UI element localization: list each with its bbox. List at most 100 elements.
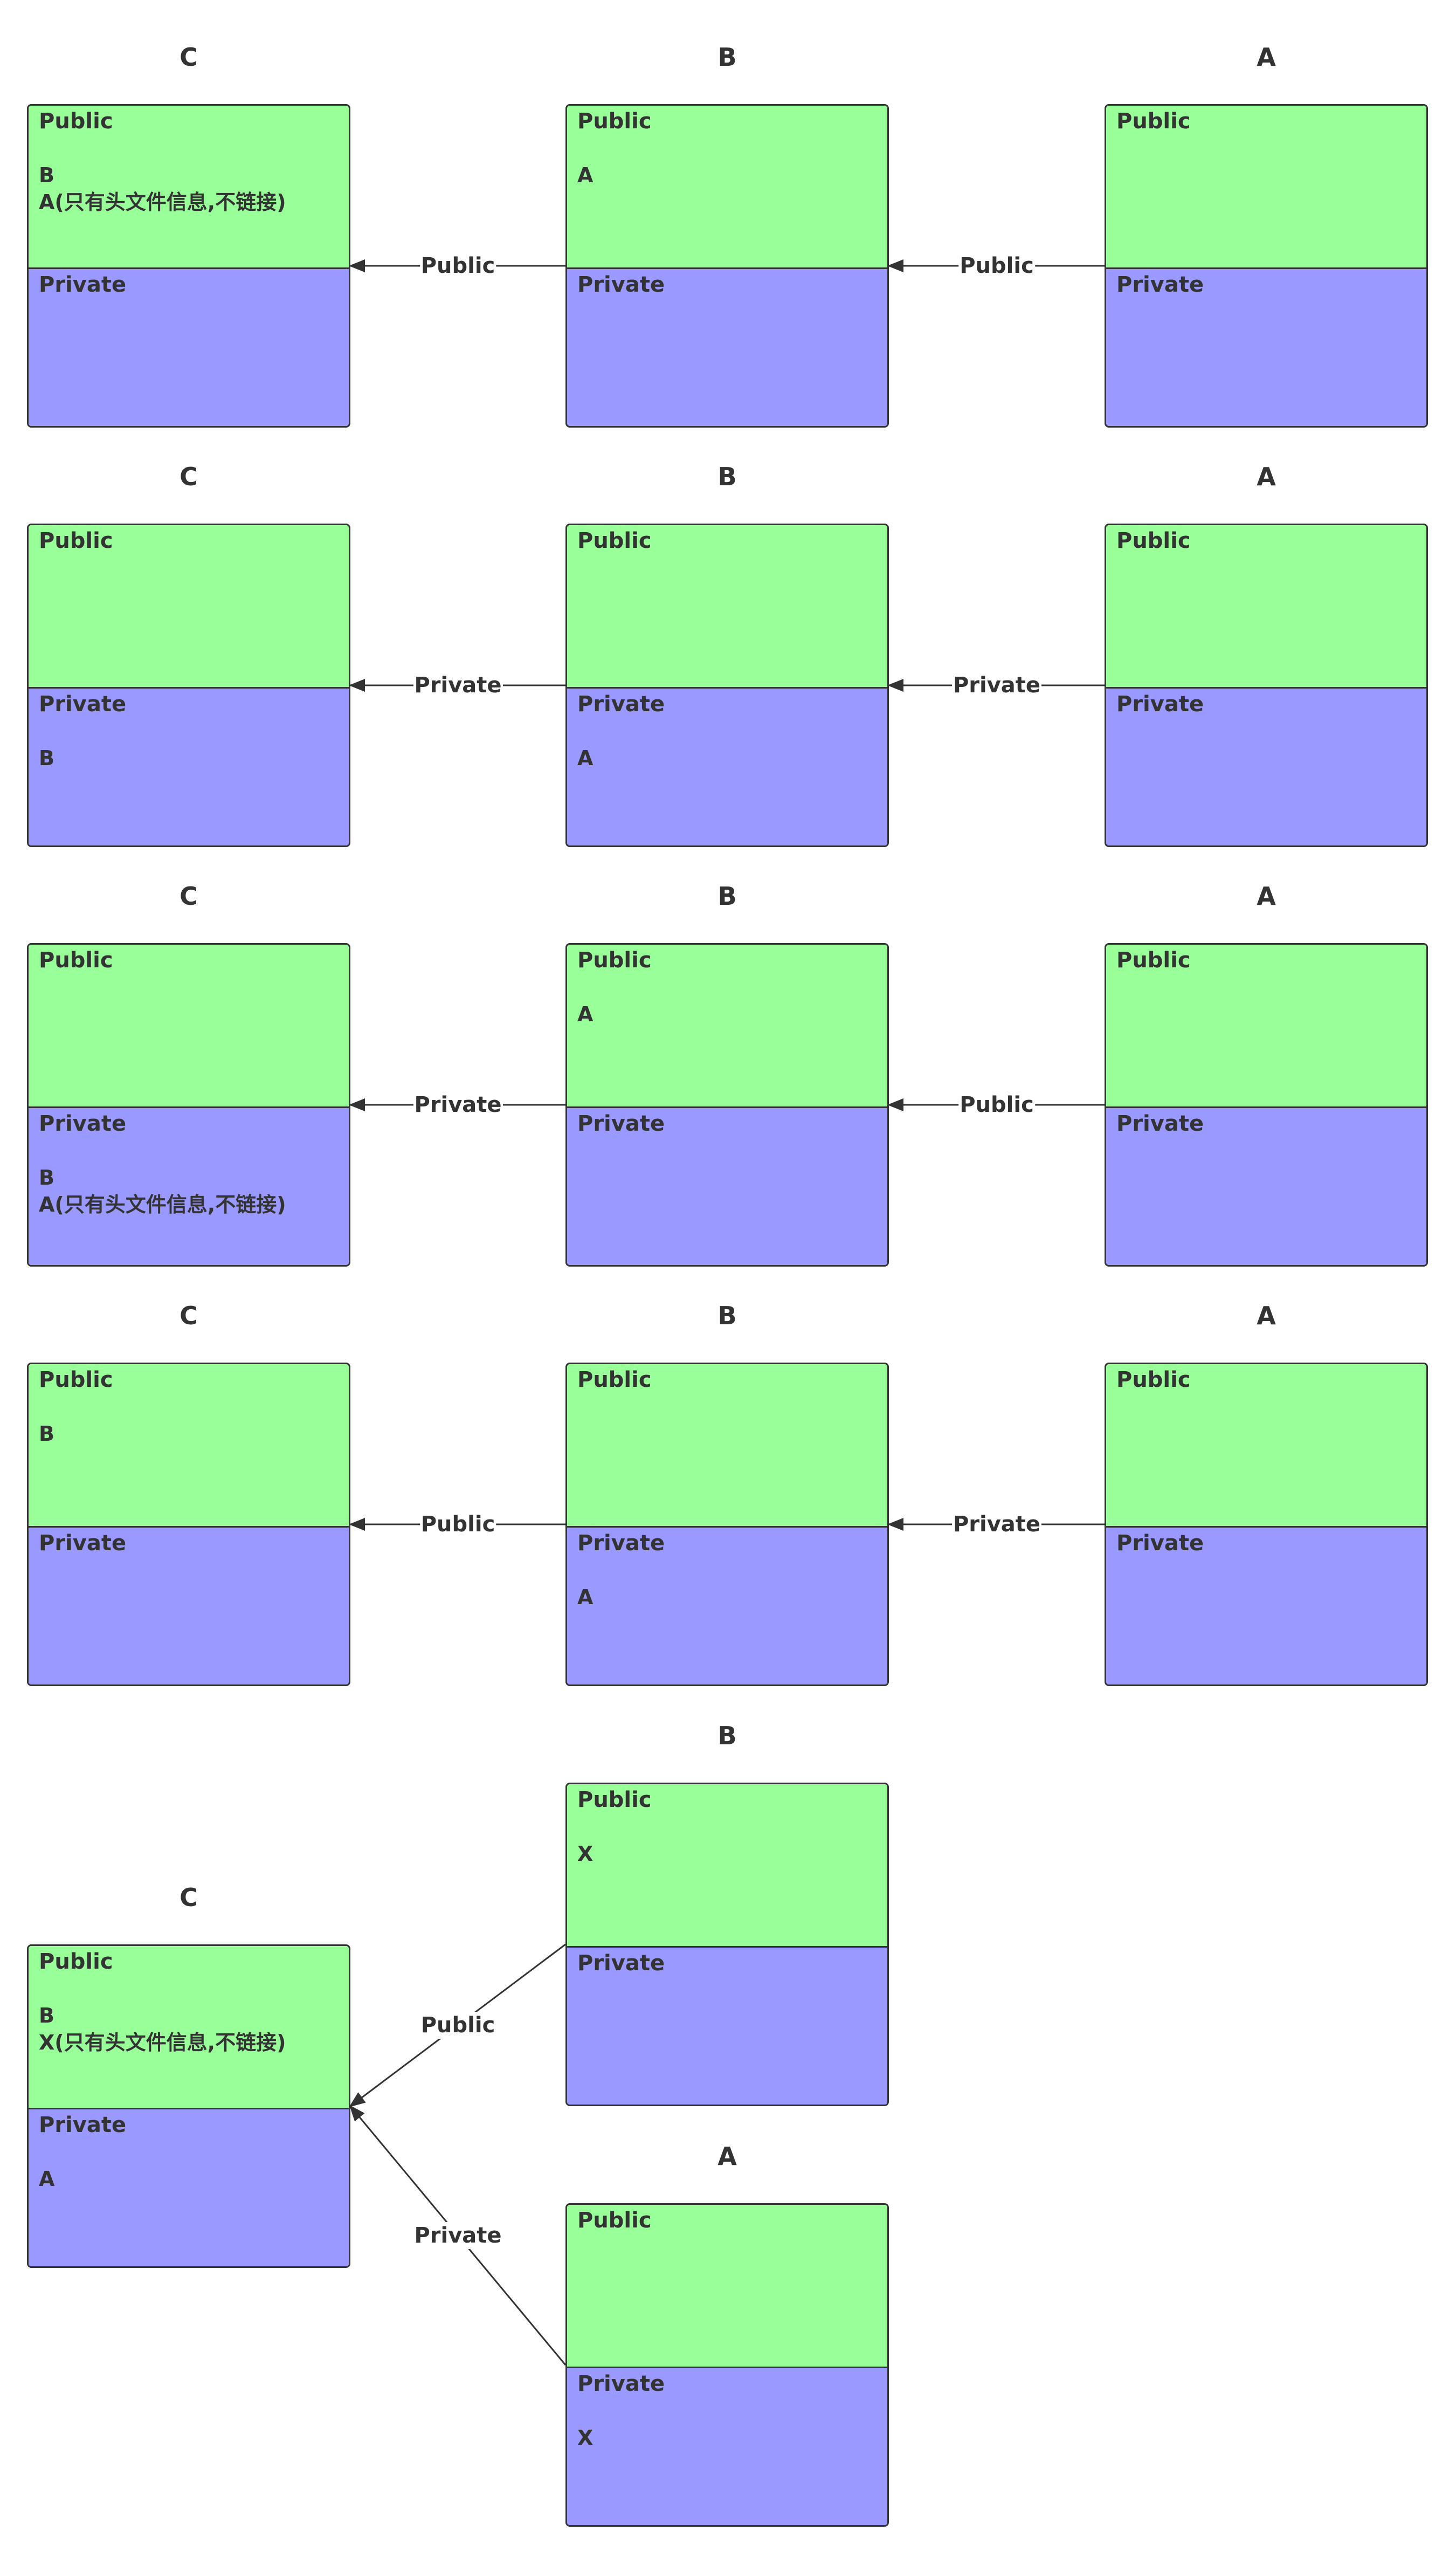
node-title-r2-c: C <box>180 882 198 911</box>
public-items: B A(只有头文件信息,不链接) <box>39 162 339 216</box>
public-items: A <box>577 162 877 189</box>
node-title-r1-b: B <box>717 462 737 491</box>
private-section: Private <box>1106 1106 1426 1265</box>
public-label: Public <box>39 1949 113 1974</box>
private-item: A <box>577 746 594 770</box>
private-label: Private <box>577 272 665 297</box>
public-items: B X(只有头文件信息,不链接) <box>39 2002 339 2056</box>
private-label: Private <box>39 1111 127 1136</box>
private-label: Private <box>577 1111 665 1136</box>
edge-label-r1-b-to-c: Private <box>413 672 503 699</box>
public-item: A <box>577 163 594 187</box>
public-item: A(只有头文件信息,不链接) <box>39 190 286 214</box>
node-title-r2-b: B <box>717 882 737 911</box>
public-label: Public <box>1116 109 1191 134</box>
private-items: B <box>39 745 339 772</box>
public-item: B <box>39 1422 54 1446</box>
private-label: Private <box>39 1531 127 1556</box>
node-title-r0-b: B <box>717 43 737 72</box>
edge-label-r1-a-to-b: Private <box>951 672 1042 699</box>
private-label: Private <box>39 2113 127 2137</box>
node-title-r0-a: A <box>1257 43 1276 72</box>
public-label: Public <box>577 2208 652 2233</box>
node-title-r1-a: A <box>1257 462 1276 491</box>
node-title-r0-c: C <box>180 43 198 72</box>
node-title-r3-b: B <box>717 1301 737 1330</box>
private-section: Private <box>1106 687 1426 845</box>
public-label: Public <box>577 528 652 553</box>
public-item: B <box>39 163 54 187</box>
public-label: Public <box>577 1367 652 1392</box>
edge-label-final-b-to-c: Public <box>419 2012 496 2039</box>
node-title-r3-a: A <box>1257 1301 1276 1330</box>
private-label: Private <box>39 272 127 297</box>
edge-label-r2-b-to-c: Private <box>413 1091 503 1118</box>
private-section: Private <box>29 267 349 426</box>
public-label: Public <box>1116 528 1191 553</box>
node-title-final-c: C <box>180 1883 198 1912</box>
edge-label-final-a-to-c: Private <box>413 2222 503 2249</box>
public-label: Public <box>577 948 652 973</box>
private-label: Private <box>577 1951 665 1976</box>
private-items: A <box>577 745 877 772</box>
private-item: A <box>577 1585 594 1609</box>
edge-label-r2-a-to-b: Public <box>958 1091 1035 1118</box>
private-section: Private <box>567 1946 887 2105</box>
private-item: A <box>39 2167 55 2191</box>
private-label: Private <box>1116 272 1204 297</box>
public-item: A <box>577 1002 594 1026</box>
public-section: Public <box>29 525 349 687</box>
public-label: Public <box>39 1367 113 1392</box>
private-section: Private <box>29 1526 349 1684</box>
private-label: Private <box>1116 692 1204 717</box>
edge-label-r0-b-to-c: Public <box>419 252 496 279</box>
node-title-r3-c: C <box>180 1301 198 1330</box>
public-items: A <box>577 1001 877 1028</box>
public-item: B <box>39 2004 54 2027</box>
private-label: Private <box>577 2371 665 2396</box>
public-label: Public <box>39 109 113 134</box>
private-items: X <box>577 2424 877 2451</box>
edge-label-r3-b-to-c: Public <box>419 1511 496 1538</box>
private-item: X <box>577 2426 594 2450</box>
public-item: X(只有头文件信息,不链接) <box>39 2031 286 2054</box>
public-item: X <box>577 1842 594 1866</box>
public-section: Public <box>1106 106 1426 267</box>
private-label: Private <box>1116 1531 1204 1556</box>
private-section: Private <box>1106 267 1426 426</box>
private-label: Private <box>577 692 665 717</box>
public-label: Public <box>1116 948 1191 973</box>
edge-label-r3-a-to-b: Private <box>951 1511 1042 1538</box>
public-section: Public <box>567 525 887 687</box>
private-items: A <box>577 1584 877 1611</box>
public-section: Public <box>29 945 349 1106</box>
edge-label-r0-a-to-b: Public <box>958 252 1035 279</box>
public-label: Public <box>577 1787 652 1812</box>
public-section: Public <box>567 1364 887 1526</box>
node-title-final-b: B <box>717 1721 737 1750</box>
private-section: Private <box>567 267 887 426</box>
private-items: A <box>39 2165 339 2192</box>
